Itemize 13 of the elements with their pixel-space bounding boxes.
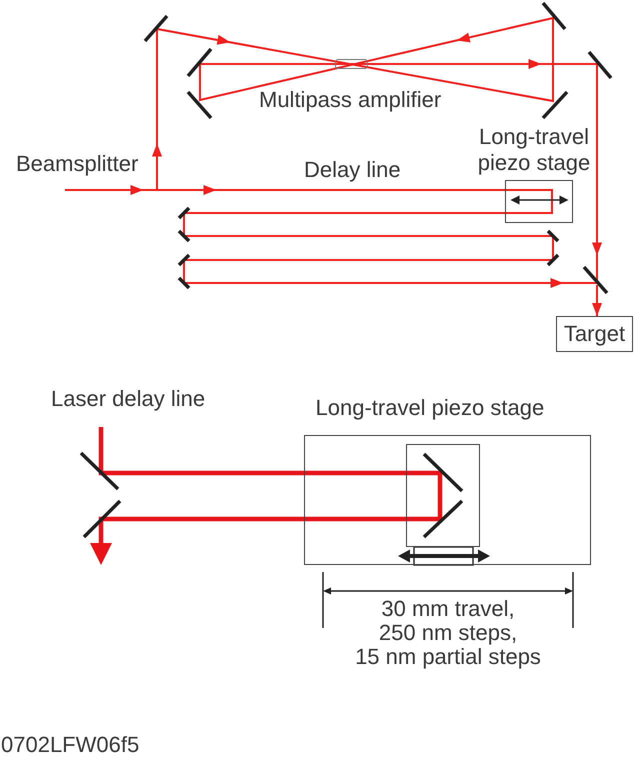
amplifier-crystal <box>335 59 368 69</box>
component-label: Beamsplitter <box>16 151 138 177</box>
stage-label: Long-travel piezo stage <box>476 124 592 176</box>
panel-title: Laser delay line <box>51 386 206 412</box>
dimension-label: 30 mm travel, 250 nm steps, 15 nm partial steps <box>354 597 542 669</box>
component-label: Multipass amplifier <box>259 87 442 113</box>
beam-arrow <box>592 285 602 316</box>
component-label: Delay line <box>304 157 401 183</box>
figure-code: 0702LFW06f5 <box>1 732 140 758</box>
target-label: Target <box>564 321 626 347</box>
target-box <box>556 316 633 352</box>
carriage-box <box>406 444 480 546</box>
stage-label: Long-travel piezo stage <box>316 394 544 420</box>
